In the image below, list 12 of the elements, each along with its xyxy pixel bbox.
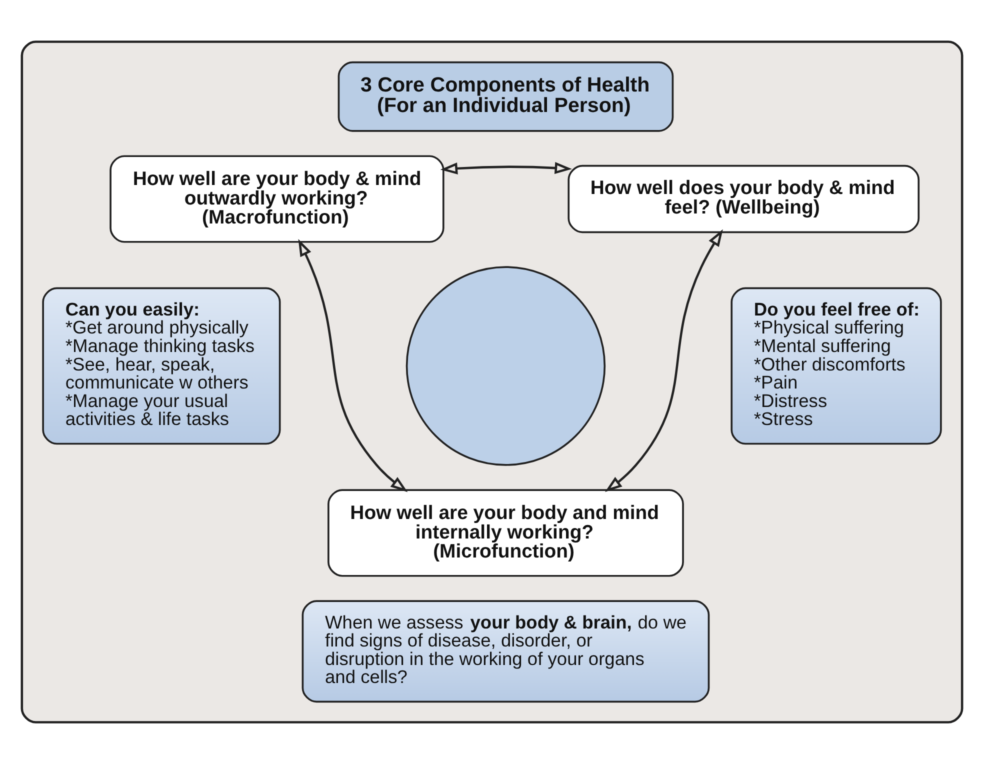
node-box: When we assess your body & brain, do we find signs of disease, disorder, or disruption in the working of your organs and cells?	[302, 600, 710, 703]
node-box: Do you feel free of: *Physical suffering *Mental suffering *Other discomforts *Pain *Distress *Stress	[730, 287, 942, 445]
node-box: How well are your body & mind outwardly working? (Macrofunction)	[110, 155, 444, 243]
node-box: 3 Core Components of Health (For an Individual Person)	[338, 61, 674, 132]
arrow	[440, 162, 572, 174]
node-box: Can you easily: *Get around physically *Manage thinking tasks *See, hear, speak, communicate w others *Manage your usual activities & life tasks	[42, 287, 281, 445]
cluster	[20, 40, 964, 724]
node-box: How well are your body and mind internally working? (Microfunction)	[328, 489, 684, 577]
arrow	[604, 229, 723, 492]
node-circle	[406, 266, 606, 466]
node-box: How well does your body & mind feel? (Wellbeing)	[568, 164, 920, 234]
arrow	[298, 239, 408, 492]
